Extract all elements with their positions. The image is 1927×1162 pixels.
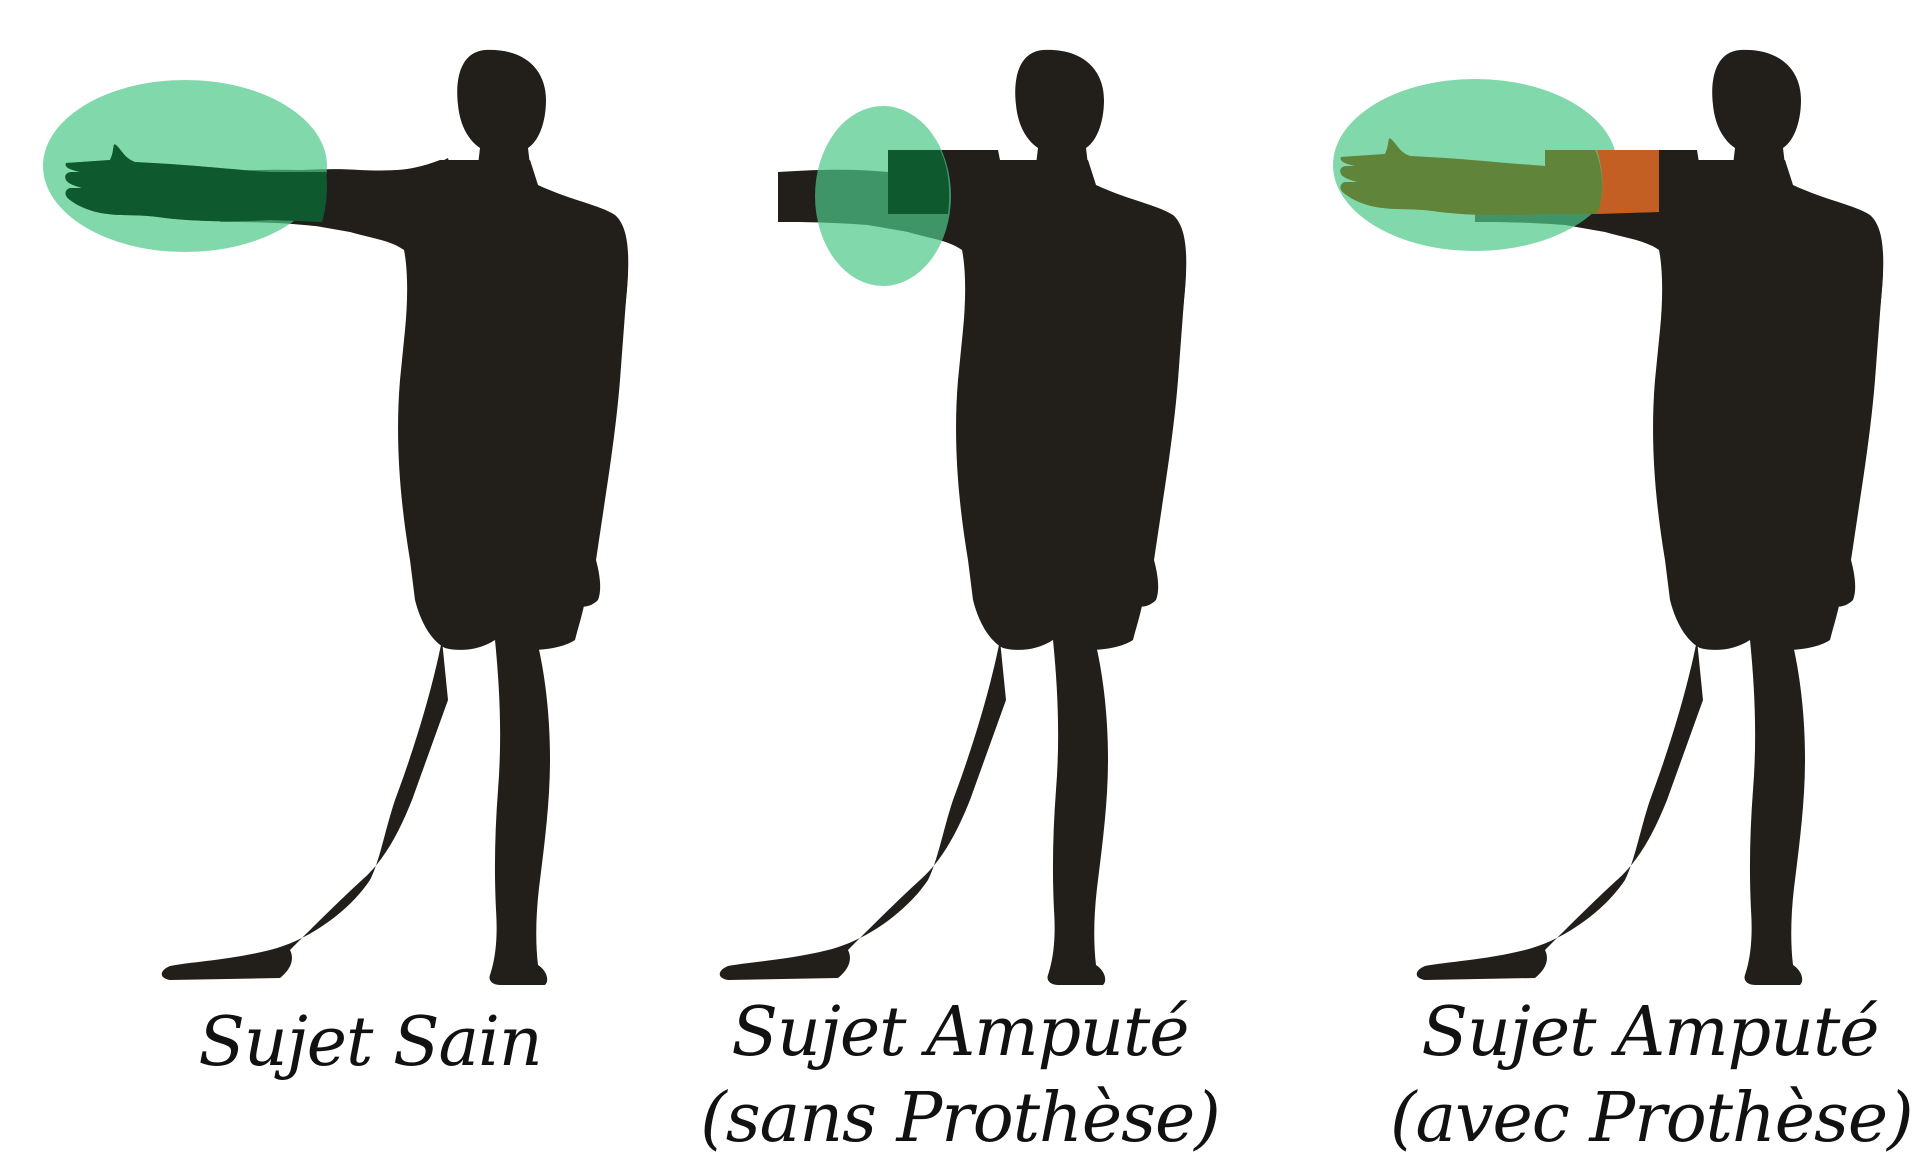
caption-line: (avec Prothèse): [1390, 1076, 1910, 1162]
caption-line: Sujet Amputé: [700, 990, 1220, 1076]
figure-healthy: [43, 50, 628, 985]
caption-line: Sujet Amputé: [1390, 990, 1910, 1076]
caption-amputee-with-prosthesis: Sujet Amputé (avec Prothèse): [1390, 990, 1910, 1162]
figure-amputee-no-prosthesis: [720, 50, 1187, 985]
prosthesis-socket: [1597, 150, 1659, 214]
human-silhouette-residual-limb-icon: [720, 50, 1187, 985]
caption-line: (sans Prothèse): [700, 1076, 1220, 1162]
figure-amputee-with-prosthesis: [1333, 50, 1883, 985]
caption-healthy-subject: Sujet Sain: [160, 1000, 580, 1086]
residual-limb-overlap: [888, 150, 949, 214]
caption-line: Sujet Sain: [160, 1000, 580, 1086]
caption-amputee-no-prosthesis: Sujet Amputé (sans Prothèse): [700, 990, 1220, 1162]
